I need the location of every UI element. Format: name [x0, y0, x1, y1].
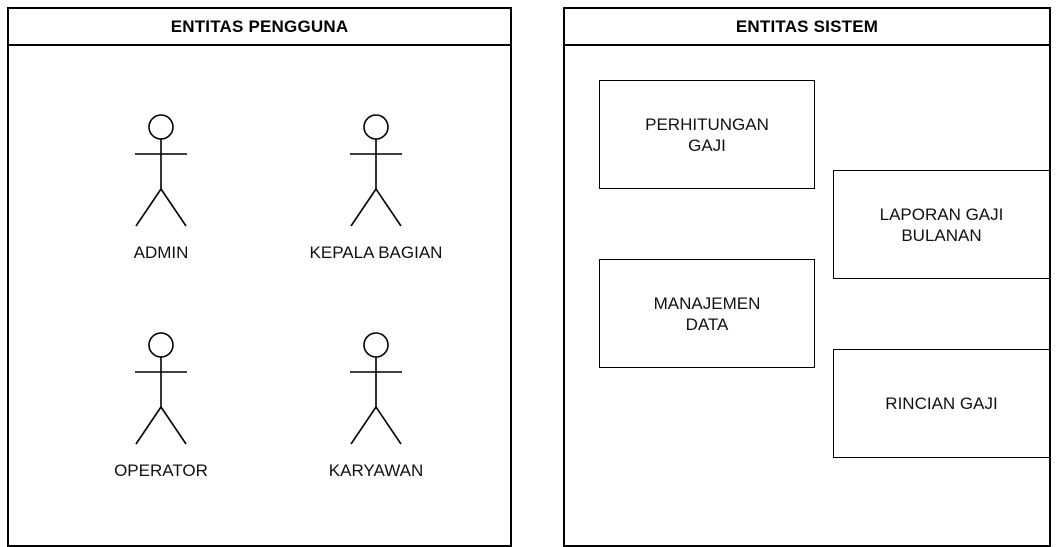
rincian-gaji-label: RINCIAN GAJI: [885, 394, 998, 413]
actor-admin: ADMIN: [61, 114, 261, 263]
manajemen-data-label: MANAJEMEN DATA: [653, 293, 761, 334]
perhitungan-gaji-box: PERHITUNGAN GAJI: [599, 80, 815, 189]
manajemen-data-box: MANAJEMEN DATA: [599, 259, 815, 368]
actor-admin-label: ADMIN: [133, 243, 189, 262]
user-entities-panel: ENTITAS PENGGUNA: [7, 7, 512, 547]
actor-karyawan-label: KARYAWAN: [328, 461, 424, 480]
actor-operator: OPERATOR: [61, 332, 261, 481]
rincian-gaji-box: RINCIAN GAJI: [833, 349, 1050, 458]
perhitungan-gaji-label: PERHITUNGAN GAJI: [645, 114, 769, 155]
actor-operator-label: OPERATOR: [114, 461, 208, 480]
laporan-gaji-bulanan-box: LAPORAN GAJI BULANAN: [833, 170, 1050, 279]
actor-kepala-bagian-label: KEPALA BAGIAN: [309, 243, 443, 262]
actor-figure-icon: [350, 332, 402, 445]
actor-figure-icon: [350, 114, 402, 227]
system-entities-title: ENTITAS SISTEM: [565, 9, 1049, 46]
actor-figure-icon: [135, 114, 187, 227]
user-entities-title: ENTITAS PENGGUNA: [9, 9, 510, 46]
actor-kepala-bagian: KEPALA BAGIAN: [276, 114, 476, 263]
laporan-gaji-bulanan-label: LAPORAN GAJI BULANAN: [879, 204, 1004, 245]
actor-karyawan: KARYAWAN: [276, 332, 476, 481]
actor-figure-icon: [135, 332, 187, 445]
